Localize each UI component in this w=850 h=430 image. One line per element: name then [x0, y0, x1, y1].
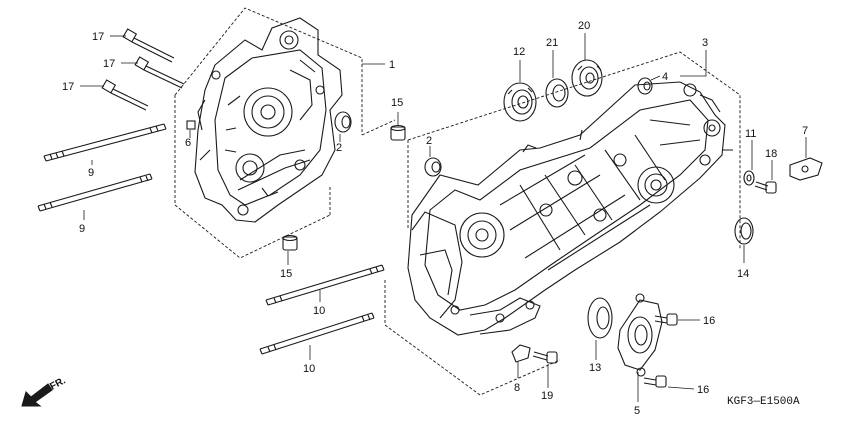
pin-4: [637, 77, 653, 95]
callout-16-upper: 16: [703, 315, 715, 327]
figure-code: KGF3—E1500A: [727, 396, 800, 408]
callout-17-top: 17: [92, 31, 104, 43]
callout-17-bottom: 17: [62, 81, 74, 93]
seal-and-cover: [587, 293, 663, 377]
bearings: [503, 59, 603, 122]
callout-9-upper: 9: [88, 167, 94, 179]
callout-10-lower: 10: [303, 363, 315, 375]
bolts-16: [643, 313, 678, 388]
oil-seal-14: [734, 217, 754, 245]
callout-17-middle: 17: [103, 58, 115, 70]
right-case-frame: [384, 51, 741, 396]
callout-10-upper: 10: [313, 305, 325, 317]
callout-15-upper: 15: [391, 97, 403, 109]
callout-21: 21: [546, 37, 558, 49]
callout-9-lower: 9: [79, 223, 85, 235]
callout-3: 3: [702, 37, 708, 49]
callout-13: 13: [589, 362, 601, 374]
left-crankcase-half: [194, 17, 343, 223]
callout-2-right: 2: [426, 135, 432, 147]
right-crankcase-body: [407, 81, 733, 336]
stud-bolts: [37, 123, 385, 355]
front-marker-label: FR.: [48, 375, 68, 392]
callout-2-left: 2: [336, 142, 342, 154]
dowel-pins: [282, 124, 406, 251]
callout-1: 1: [389, 59, 395, 71]
callout-19: 19: [541, 390, 553, 402]
leader-lines: [80, 33, 807, 402]
callout-4: 4: [662, 71, 668, 83]
left-case-frame: [174, 7, 396, 259]
front-arrow-icon: [21, 383, 53, 407]
callout-20: 20: [578, 20, 590, 32]
fastener-set-right: [743, 157, 823, 194]
callout-8: 8: [514, 382, 520, 394]
bracket-and-bolt: [511, 344, 558, 364]
callout-14: 14: [737, 268, 749, 280]
callout-11: 11: [745, 128, 756, 140]
callout-12: 12: [513, 46, 525, 58]
callout-15-lower: 15: [280, 268, 292, 280]
bushings: [186, 111, 442, 177]
callout-5: 5: [634, 405, 640, 417]
bolts-17: [101, 28, 185, 111]
callout-7: 7: [802, 125, 808, 137]
callout-18: 18: [765, 148, 777, 160]
callout-labels: 17 17 17 1 15 2 6 9 9 15 10 10 2 12 21 2…: [62, 20, 808, 417]
callout-6: 6: [185, 137, 191, 149]
callout-16-lower: 16: [697, 384, 709, 396]
